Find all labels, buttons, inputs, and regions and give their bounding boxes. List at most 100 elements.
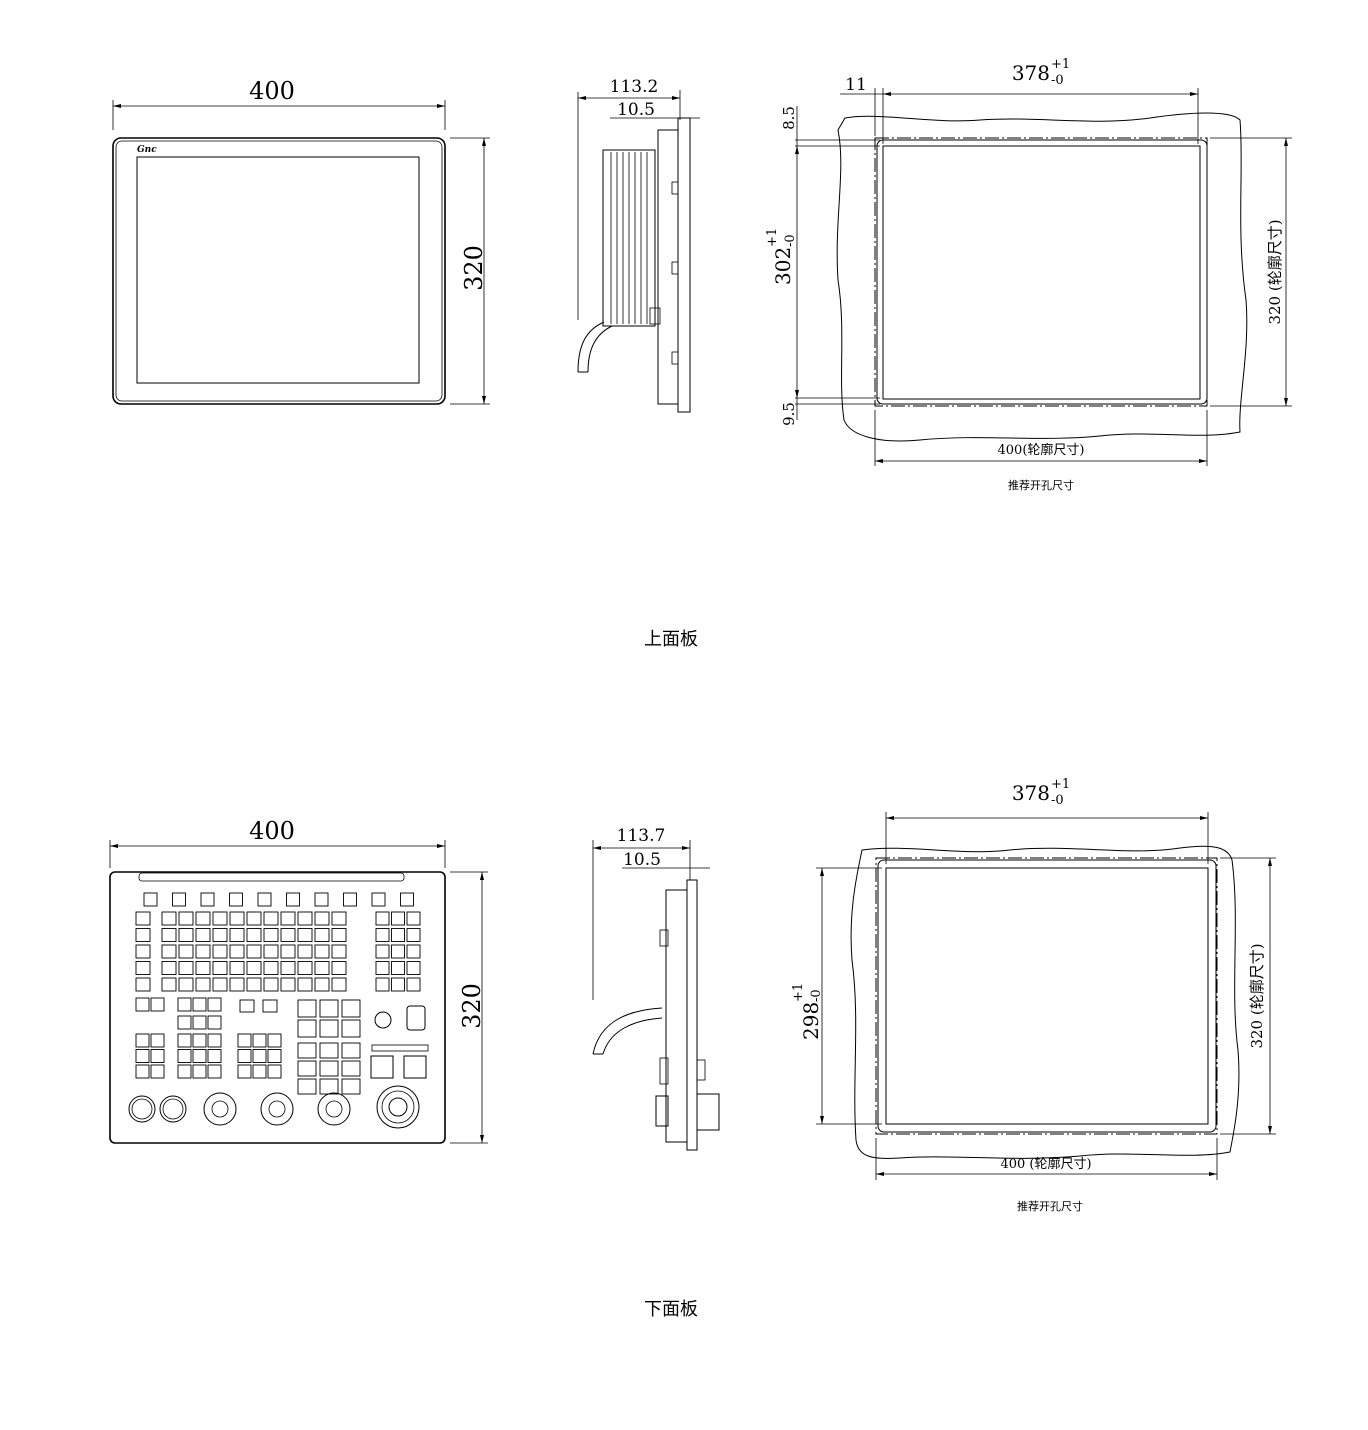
- lower-panel-caption: 下面板: [644, 1299, 698, 1320]
- panel-key: [207, 1033, 222, 1048]
- panel-key: [391, 928, 405, 942]
- panel-key: [135, 928, 151, 942]
- panel-key: [161, 961, 177, 975]
- lower-cutout-height-tol-minus: -0: [809, 989, 824, 1002]
- panel-key: [406, 911, 421, 926]
- panel-key: [341, 1060, 361, 1077]
- panel-key: [252, 1049, 267, 1063]
- lower-cutout-height-tol-plus: +1: [791, 983, 806, 1002]
- panel-key: [314, 928, 330, 942]
- panel-key: [246, 977, 262, 992]
- upper-side-depth-label: 113.2: [610, 77, 659, 97]
- lower-cutout-view: 378 +1 -0 298 +1 -0 320 (轮廓尺寸) 400 (轮廓尺寸…: [791, 777, 1276, 1213]
- upper-cutout-outline-height-label: 320 (轮廓尺寸): [1266, 219, 1284, 324]
- lower-side-depth-label: 113.7: [617, 826, 666, 846]
- upper-cutout-bottom-margin-label: 9.5: [780, 402, 798, 426]
- upper-cutout-width-base: 378: [1012, 61, 1050, 85]
- panel-key: [207, 997, 222, 1012]
- panel-key: [161, 911, 177, 926]
- panel-key: [331, 928, 347, 942]
- panel-key: [297, 999, 317, 1018]
- panel-key: [319, 1060, 339, 1077]
- panel-key: [135, 977, 151, 992]
- panel-key: [212, 977, 228, 992]
- panel-key: [375, 944, 390, 959]
- upper-front-view: Gnc 400 320: [112, 77, 490, 405]
- panel-key: [195, 928, 211, 942]
- panel-key: [195, 961, 211, 975]
- panel-key: [229, 961, 245, 975]
- panel-key: [286, 892, 300, 907]
- panel-key: [192, 1015, 207, 1030]
- panel-key: [297, 961, 313, 975]
- upper-cutout-height-tol-minus: -0: [783, 234, 798, 247]
- panel-key: [246, 961, 262, 975]
- panel-key: [391, 911, 405, 926]
- lower-front-height-label: 320: [458, 983, 486, 1029]
- panel-key: [229, 892, 243, 907]
- panel-key: [314, 911, 330, 926]
- panel-key: [331, 977, 347, 992]
- panel-key: [257, 892, 272, 907]
- panel-key: [237, 1064, 252, 1079]
- panel-key: [200, 892, 215, 907]
- panel-key: [246, 944, 262, 959]
- panel-key: [280, 911, 296, 926]
- panel-key: [314, 961, 330, 975]
- upper-cutout-top-margin-label: 8.5: [780, 106, 798, 130]
- panel-key: [135, 1064, 150, 1079]
- panel-key: [341, 1042, 361, 1059]
- panel-key: [237, 1049, 252, 1063]
- panel-key: [195, 977, 211, 992]
- panel-key: [177, 997, 192, 1012]
- panel-key: [406, 961, 421, 975]
- panel-key: [161, 944, 177, 959]
- panel-key: [406, 977, 421, 992]
- panel-key: [262, 999, 278, 1013]
- upper-cutout-view: 11 378 +1 -0 8.5 9.5 302 +1 -0 320 (轮廓尺寸…: [765, 57, 1292, 492]
- panel-key: [229, 928, 245, 942]
- upper-cutout-width-tol-plus: +1: [1051, 57, 1070, 72]
- panel-key: [280, 961, 296, 975]
- panel-key: [341, 999, 361, 1018]
- panel-key: [371, 892, 386, 907]
- panel-key: [229, 911, 245, 926]
- panel-key: [207, 1015, 222, 1030]
- panel-key: [135, 944, 151, 959]
- panel-key: [314, 892, 329, 907]
- panel-key: [267, 1033, 282, 1048]
- panel-key: [319, 1042, 339, 1059]
- panel-key: [267, 1049, 282, 1063]
- panel-key: [161, 928, 177, 942]
- panel-key: [192, 1049, 207, 1063]
- brand-logo: Gnc: [137, 145, 157, 155]
- panel-key: [314, 977, 330, 992]
- panel-key: [252, 1033, 267, 1048]
- panel-key: [178, 944, 194, 959]
- lower-cutout-height-base: 298: [799, 1002, 823, 1040]
- lower-cutout-width-base: 378: [1012, 781, 1050, 805]
- lower-cutout-outline-width-label: 400 (轮廓尺寸): [1000, 1156, 1091, 1172]
- upper-side-view: 113.2 10.5: [577, 77, 700, 413]
- panel-key: [178, 911, 194, 926]
- lower-cutout-width-tol-plus: +1: [1051, 777, 1070, 792]
- panel-key: [280, 977, 296, 992]
- upper-cutout-height-tol-plus: +1: [765, 228, 780, 247]
- lower-front-view: 400 320: [109, 817, 488, 1144]
- panel-key: [406, 928, 421, 942]
- panel-key: [391, 977, 405, 992]
- panel-key: [229, 977, 245, 992]
- upper-cutout-height-base: 302: [771, 247, 795, 285]
- panel-key: [280, 928, 296, 942]
- panel-key: [375, 911, 390, 926]
- panel-key: [280, 944, 296, 959]
- panel-key: [192, 1064, 207, 1079]
- panel-key: [239, 999, 255, 1013]
- panel-key: [319, 999, 339, 1018]
- panel-key: [207, 1049, 222, 1063]
- panel-key: [331, 961, 347, 975]
- upper-front-height-label: 320: [460, 245, 488, 291]
- panel-key: [263, 911, 279, 926]
- upper-cutout-outline-width-label: 400(轮廓尺寸): [998, 442, 1085, 458]
- panel-key: [297, 1019, 317, 1038]
